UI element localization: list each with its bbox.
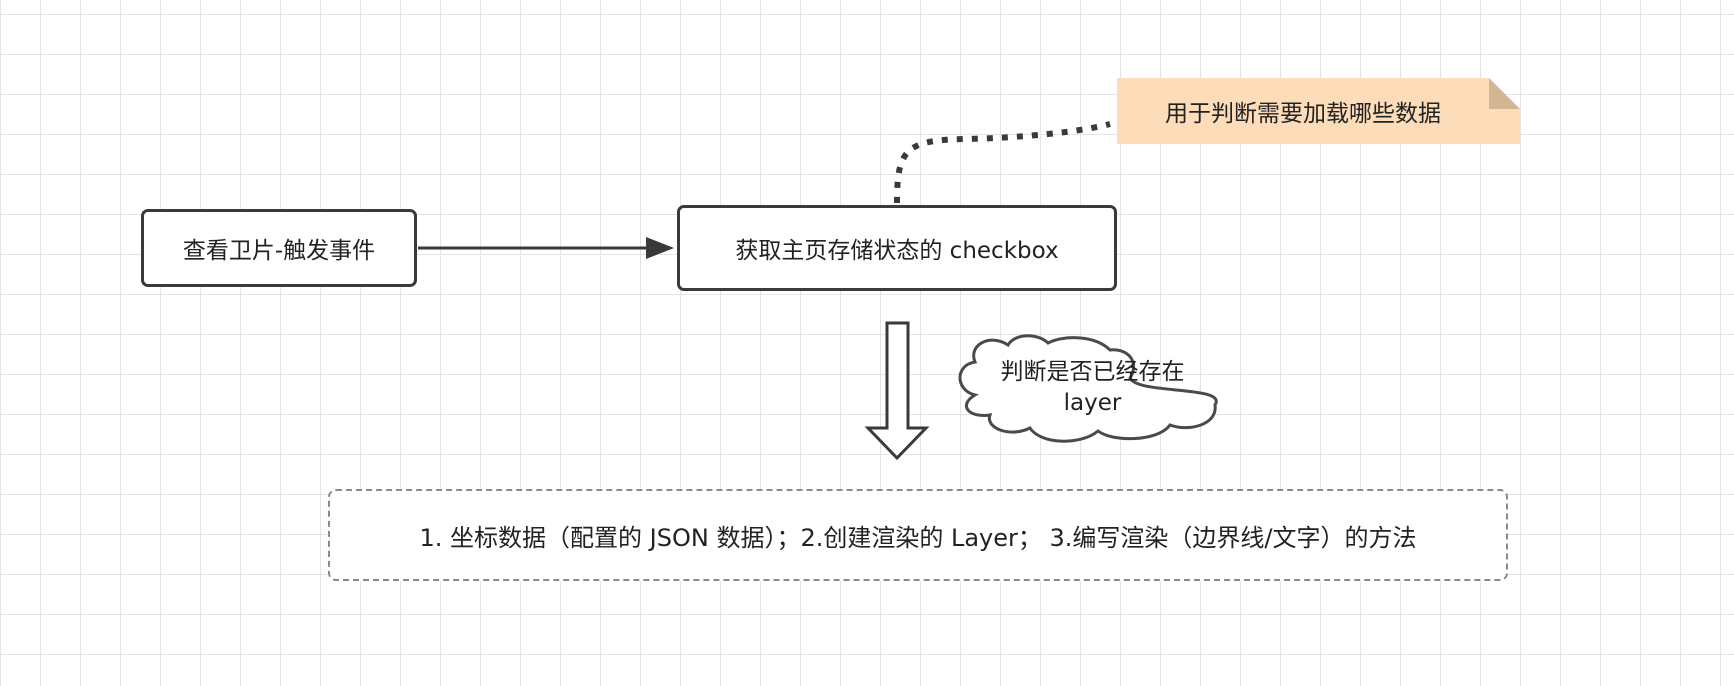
node-get-checkbox-label: 获取主页存储状态的 checkbox <box>735 238 1059 264</box>
node-view-card-trigger[interactable]: 查看卫片-触发事件 <box>141 209 417 287</box>
dotted-connector <box>894 121 1111 204</box>
node-view-card-label: 查看卫片-触发事件 <box>182 238 376 264</box>
note-label-container: 用于判断需要加载哪些数据 <box>1117 78 1489 144</box>
node-steps[interactable]: 1. 坐标数据（配置的 JSON 数据）；2.创建渲染的 Layer； 3.编写… <box>328 489 1508 581</box>
cloud-label-line2: layer <box>1063 390 1122 416</box>
arrow-head <box>646 237 674 259</box>
note-shape[interactable] <box>1117 78 1520 144</box>
note-fold <box>1489 78 1520 109</box>
cloud-shape[interactable] <box>958 334 1218 443</box>
down-block-arrow[interactable] <box>864 321 930 461</box>
cloud-label-line1: 判断是否已经存在 <box>1000 359 1185 385</box>
note-label: 用于判断需要加载哪些数据 <box>1165 101 1441 127</box>
cloud-label-container: 判断是否已经存在 layer <box>970 352 1215 424</box>
node-get-checkbox-state[interactable]: 获取主页存储状态的 checkbox <box>677 205 1117 291</box>
node-steps-label: 1. 坐标数据（配置的 JSON 数据）；2.创建渲染的 Layer； 3.编写… <box>419 523 1417 552</box>
